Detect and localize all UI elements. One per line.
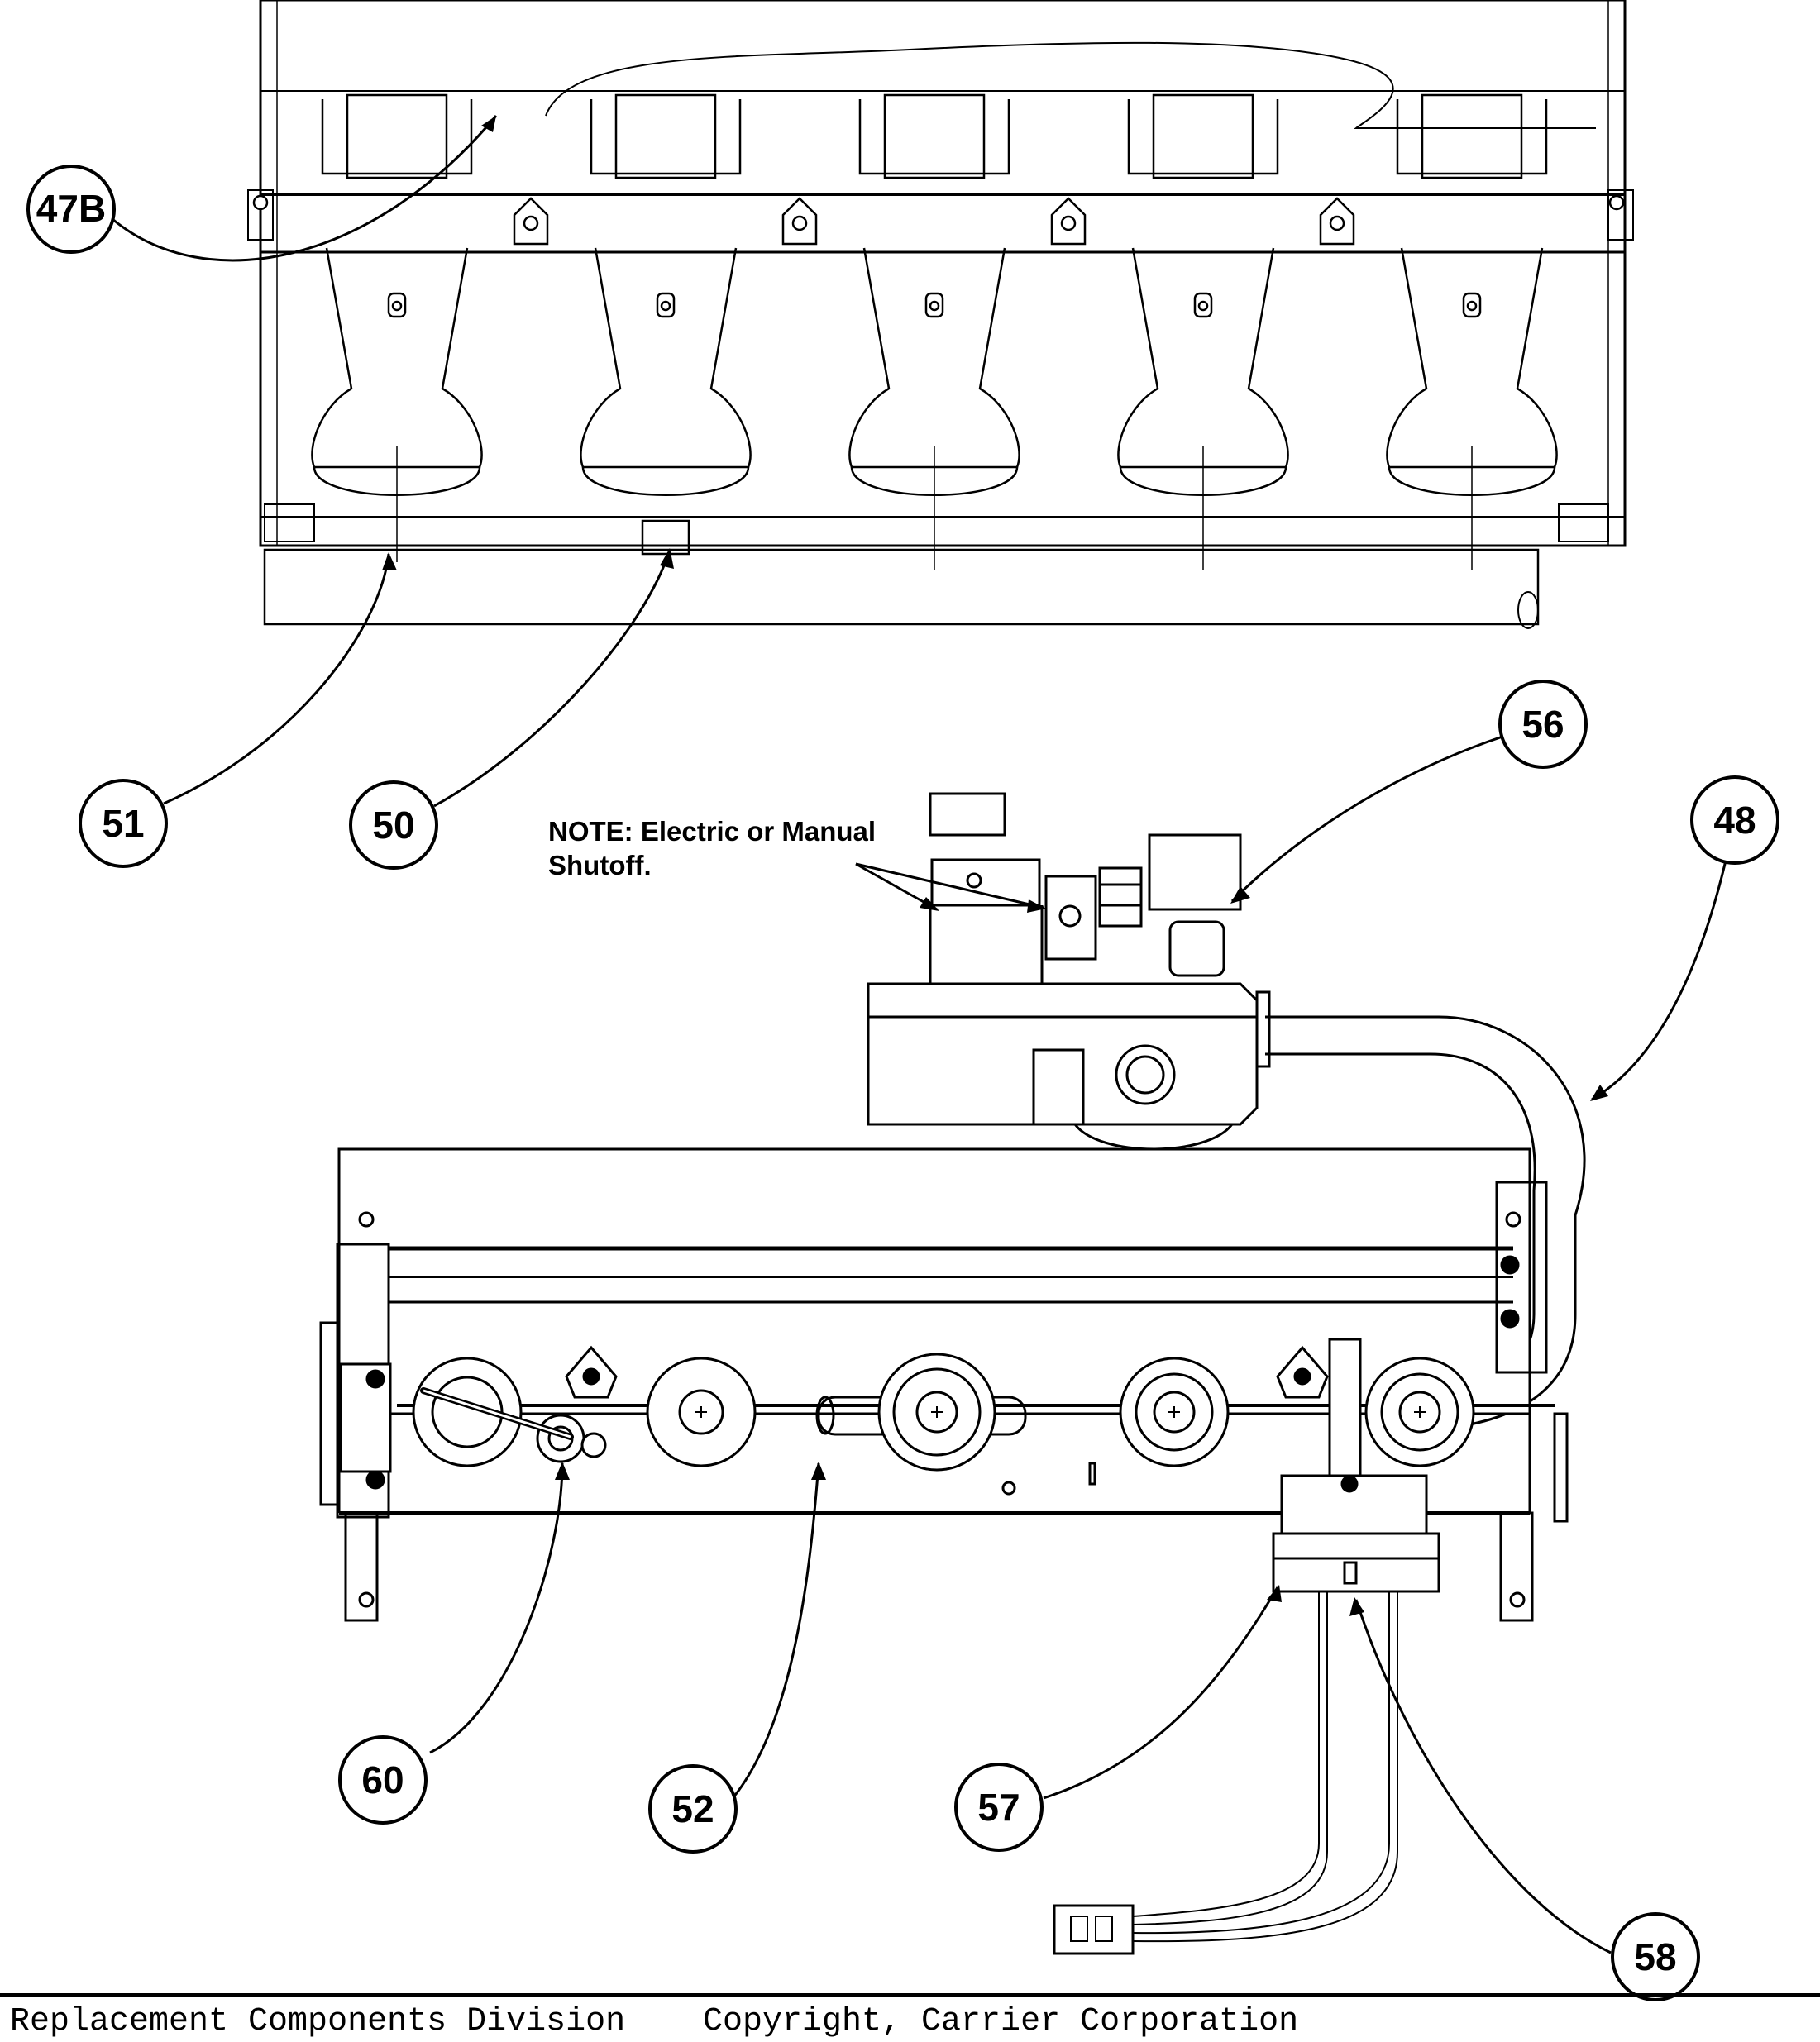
burner-unit — [1117, 93, 1289, 570]
leader-57 — [1043, 1586, 1279, 1800]
gas-valve — [867, 792, 1271, 1151]
svg-text:50: 50 — [372, 804, 414, 847]
callout-56: 56 — [1498, 680, 1588, 769]
svg-text:51: 51 — [102, 802, 144, 845]
orifice — [1364, 1357, 1475, 1467]
burner-unit — [580, 93, 752, 556]
svg-text:57: 57 — [977, 1786, 1020, 1829]
leader-56 — [1230, 734, 1506, 903]
leader-60 — [429, 1462, 564, 1754]
note-line-1: NOTE: Electric or Manual — [548, 816, 876, 847]
callout-50: 50 — [349, 780, 438, 870]
arrowheads — [382, 116, 1608, 1616]
burner-unit — [311, 93, 483, 562]
callout-51: 51 — [79, 779, 168, 868]
mounting-tabs — [252, 194, 1625, 246]
orifice — [877, 1353, 996, 1472]
svg-text:47B: 47B — [36, 187, 106, 230]
svg-text:56: 56 — [1521, 703, 1564, 746]
callout-47b: 47B — [26, 165, 116, 254]
callout-60: 60 — [338, 1735, 428, 1825]
burner-units — [311, 93, 1558, 570]
leader-note-2 — [855, 862, 1044, 909]
sensor-wiring — [1053, 1591, 1398, 1955]
leader-47b — [112, 115, 498, 262]
shutoff-note: NOTE: Electric or Manual Shutoff. — [548, 816, 876, 880]
leader-48 — [1591, 849, 1730, 1101]
orifice — [646, 1357, 757, 1467]
rollout-switch — [420, 1387, 607, 1463]
svg-text:52: 52 — [671, 1787, 714, 1830]
burner-unit — [1386, 93, 1558, 570]
orifice — [412, 1357, 523, 1467]
burner-unit — [848, 93, 1020, 570]
orifice — [1119, 1357, 1230, 1467]
leader-58 — [1354, 1599, 1612, 1954]
svg-text:58: 58 — [1634, 1935, 1676, 1978]
manifold-orifices — [412, 1353, 1475, 1472]
callout-52: 52 — [648, 1764, 738, 1854]
burner-box-assembly — [247, 0, 1634, 629]
leader-52 — [728, 1462, 820, 1803]
flame-sensor-bracket — [1272, 1338, 1440, 1593]
leader-lines — [112, 115, 1730, 1954]
footer-division: Replacement Components Division — [10, 2005, 626, 2040]
callout-57: 57 — [954, 1763, 1044, 1852]
callout-48: 48 — [1690, 775, 1779, 865]
callout-58: 58 — [1611, 1912, 1700, 2001]
leader-50 — [433, 549, 671, 808]
note-line-2: Shutoff. — [548, 850, 652, 880]
svg-text:48: 48 — [1713, 799, 1756, 842]
footer: Replacement Components Division Copyrigh… — [0, 2005, 1820, 2042]
leader-51 — [163, 553, 390, 805]
footer-copyright: Copyright, Carrier Corporation — [703, 2005, 1299, 2040]
svg-text:60: 60 — [361, 1758, 404, 1801]
